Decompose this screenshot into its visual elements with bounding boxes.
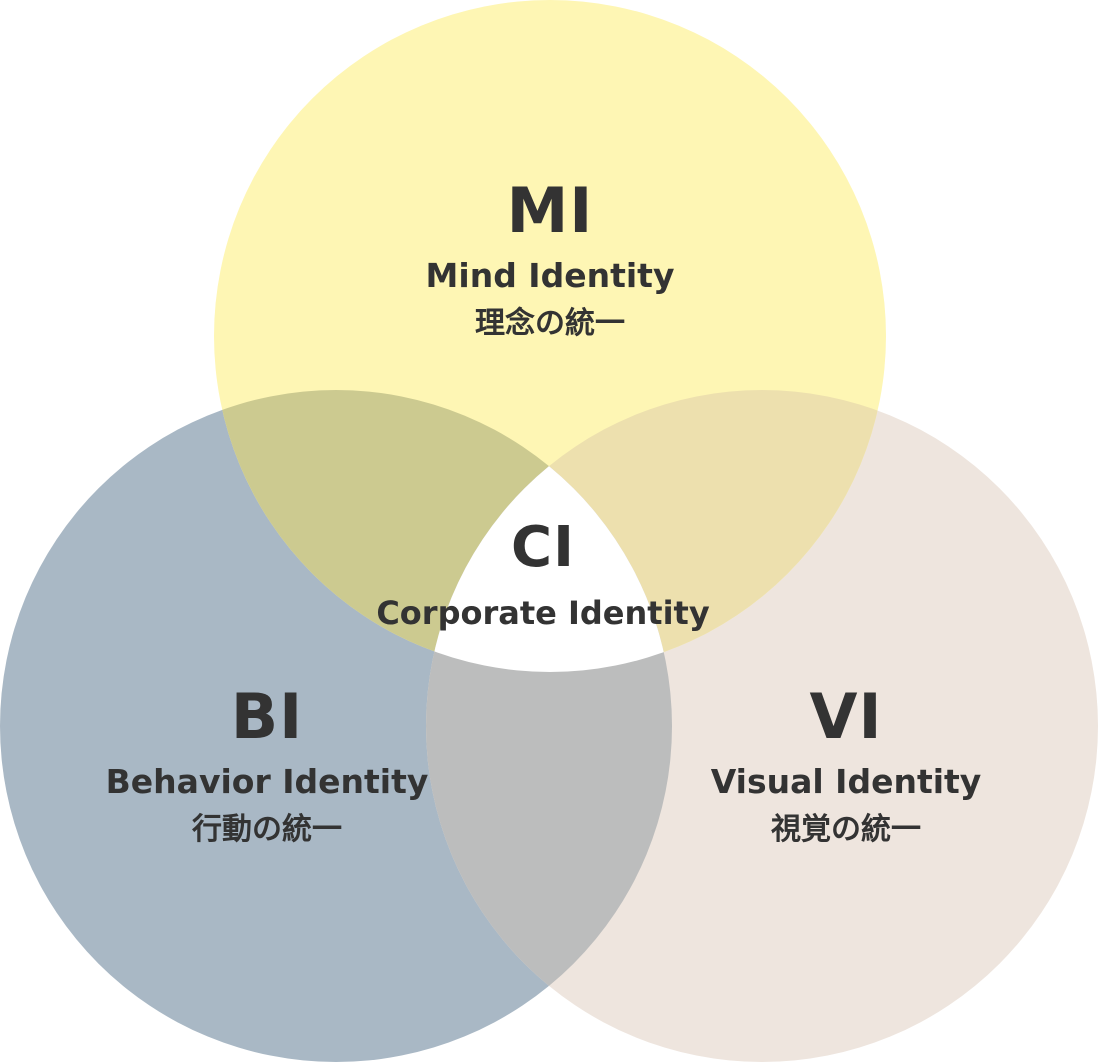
- vi-abbr: VI: [809, 680, 883, 753]
- bi-jp: 行動の統一: [191, 812, 342, 847]
- bi-name: Behavior Identity: [105, 762, 429, 801]
- mi-name: Mind Identity: [425, 256, 675, 295]
- mi-abbr: MI: [506, 174, 594, 247]
- ci-name: Corporate Identity: [376, 594, 710, 632]
- bi-abbr: BI: [230, 680, 304, 753]
- vi-name: Visual Identity: [710, 762, 982, 801]
- ci-label-group: CI Corporate Identity: [376, 515, 710, 633]
- ci-abbr: CI: [511, 515, 575, 580]
- mi-jp: 理念の統一: [475, 306, 625, 341]
- mi-label-group: MI Mind Identity 理念の統一: [426, 178, 675, 344]
- vi-jp: 視覚の統一: [771, 812, 921, 847]
- bi-label-group: BI Behavior Identity 行動の統一: [106, 684, 429, 850]
- ci-center-region: [426, 390, 672, 672]
- vi-label-group: VI Visual Identity 視覚の統一: [711, 684, 982, 850]
